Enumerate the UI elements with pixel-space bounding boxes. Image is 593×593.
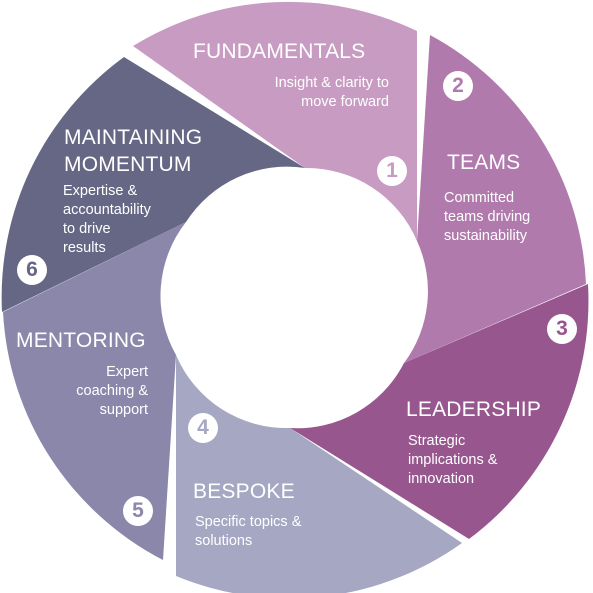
segment-4-title: BESPOKE: [193, 480, 295, 503]
segment-fundamentals: [133, 1, 417, 241]
segment-3-description: Strategic implications & innovation: [408, 433, 498, 487]
segment-teams: [404, 35, 586, 363]
segment-leadership: [290, 284, 589, 539]
segment-6-title: MAINTAINING MOMENTUM: [64, 126, 203, 176]
segment-1-title: FUNDAMENTALS: [193, 40, 366, 63]
segment-3-title: LEADERSHIP: [406, 398, 542, 421]
segment-mentoring: [3, 222, 186, 560]
segment-2-title: TEAMS: [447, 151, 521, 174]
step-1-badge: 1: [377, 156, 407, 186]
segment-1-description: Insight & clarity to move forward: [274, 75, 389, 110]
segment-bespoke: [176, 355, 462, 593]
step-5-badge: 5: [123, 496, 153, 526]
step-2-badge: 2: [443, 71, 473, 101]
segment-2-description: Committed teams driving sustainability: [444, 190, 531, 244]
segment-4-description: Specific topics & solutions: [195, 514, 302, 549]
segment-maintaining-momentum: [1, 57, 305, 312]
step-6-badge: 6: [17, 255, 47, 285]
step-4-badge: 4: [188, 413, 218, 443]
step-3-badge: 3: [547, 314, 577, 344]
segment-5-description: Expert coaching & support: [76, 364, 148, 418]
segment-6-description: Expertise & accountability to drive resu…: [63, 183, 151, 256]
segment-5-title: MENTORING: [16, 329, 146, 352]
